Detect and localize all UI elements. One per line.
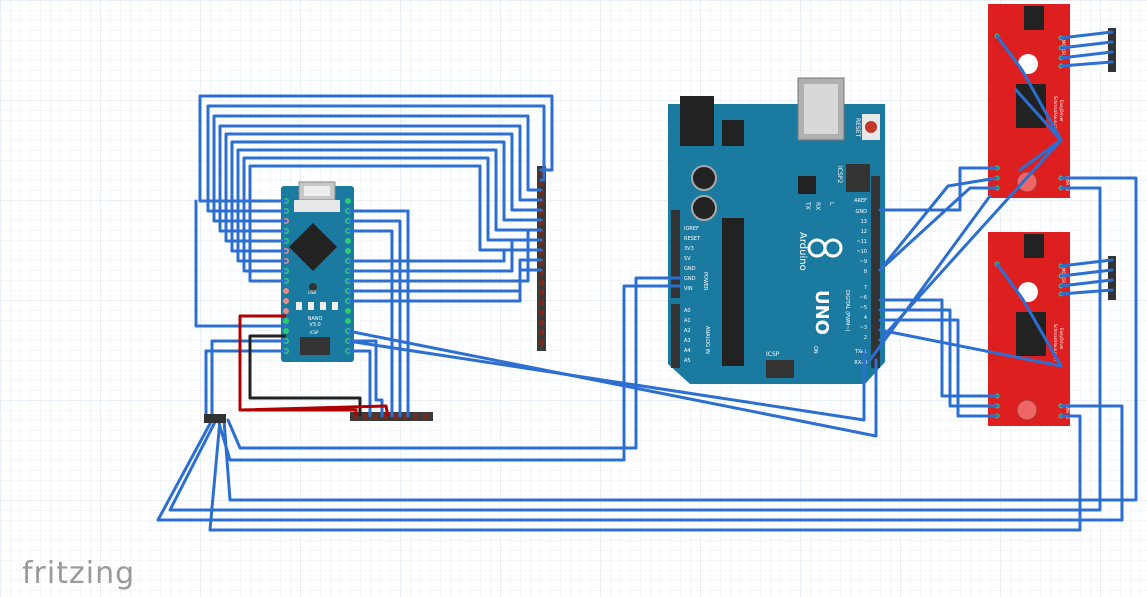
nano-icsp-label: ICSP — [310, 330, 320, 335]
easydriver-1-brand: SchmalzHaus.com — [1053, 96, 1058, 133]
uno-power-label: POWER — [702, 272, 708, 291]
uno-analog-header[interactable] — [671, 304, 680, 368]
uno-pin-a2: A2 — [684, 328, 691, 334]
uno-pin-13: 13 — [861, 219, 867, 225]
uno-pin-3: ~3 — [860, 325, 867, 331]
easydriver-2-led — [1016, 399, 1038, 421]
uno-pin-a1: A1 — [684, 318, 691, 324]
uno-atmega328-chip — [722, 218, 744, 366]
nano-icsp-header[interactable] — [300, 337, 330, 355]
uno-pin-2: 2 — [864, 335, 867, 341]
uno-power-header[interactable] — [671, 210, 680, 298]
terminal-connector[interactable] — [204, 414, 226, 423]
uno-logo-text: Arduino — [797, 232, 808, 271]
wires[interactable] — [156, 30, 1138, 532]
uno-pin-9: ~9 — [860, 259, 867, 265]
uno-pin-a5: A5 — [684, 358, 691, 364]
uno-pin-tx1: TX▸1 — [854, 349, 867, 355]
uno-reset-label: RESET — [854, 118, 861, 138]
uno-atmega16u2 — [798, 176, 816, 194]
vertical-header-strip[interactable] — [537, 166, 546, 351]
uno-l-label: L — [828, 202, 835, 206]
nano-reset-button[interactable] — [294, 200, 340, 212]
uno-pin-aref: AREF — [854, 198, 867, 204]
uno-rx-label: RX — [814, 202, 821, 210]
easydriver-2-regulator — [1024, 234, 1044, 258]
motor-connector-2[interactable] — [1108, 256, 1116, 300]
uno-pin-7: 7 — [864, 285, 867, 291]
uno-digital-header[interactable] — [871, 176, 880, 368]
uno-pin-5: ~5 — [860, 305, 867, 311]
uno-pin-rx0: RX◂0 — [854, 360, 867, 366]
easydriver-1-pwr-label: PWR IN — [1065, 176, 1070, 191]
uno-icsp-label: ICSP — [766, 351, 780, 358]
nano-usb-label: USB — [308, 290, 316, 295]
uno-regulator — [722, 120, 744, 146]
easydriver-1-regulator — [1024, 6, 1044, 30]
uno-tx-label: TX — [804, 201, 811, 210]
uno-capacitor-1 — [691, 165, 717, 191]
nano-version: V3.0 — [309, 322, 320, 328]
easydriver-1-led — [1016, 171, 1038, 193]
easydriver-2-brand: SchmalzHaus.com — [1053, 324, 1058, 361]
uno-pin-4: 4 — [864, 315, 867, 321]
uno-pin-11: ~11 — [856, 239, 867, 245]
uno-capacitor-2 — [691, 195, 717, 221]
motor-connector-1[interactable] — [1108, 28, 1116, 72]
uno-model-label: UNO — [811, 290, 832, 335]
arduino-uno[interactable]: RESET ICSP2 TX RX L Arduino UNO ON ICSP … — [668, 77, 885, 384]
uno-pin-vin: VIN — [684, 286, 693, 292]
uno-pin-gnd: GND — [856, 209, 868, 215]
uno-pin-3v3: 3V3 — [684, 246, 694, 252]
power-wires[interactable] — [238, 314, 390, 417]
uno-icsp2-label: ICSP2 — [836, 166, 843, 183]
uno-pin-ioref: IOREF — [684, 226, 699, 232]
uno-pin-a4: A4 — [684, 348, 691, 354]
uno-pin-gnd2: GND — [684, 276, 696, 282]
uno-pin-a0: A0 — [684, 308, 691, 314]
fritzing-logo: fritzing — [22, 556, 136, 591]
uno-pin-8: 8 — [864, 269, 867, 275]
nano-label: NANO — [308, 316, 323, 322]
uno-pin-10: ~10 — [856, 249, 867, 255]
uno-icsp2-header[interactable] — [846, 164, 870, 192]
easydriver-2-name: EasyDriver — [1059, 328, 1064, 350]
uno-power-jack — [680, 96, 714, 146]
uno-pin-reset: RESET — [684, 236, 701, 242]
arduino-nano[interactable]: V3.0 NANO USB ICSP — [281, 181, 354, 362]
easydriver-2-pwr-label: PWR IN — [1065, 404, 1070, 419]
uno-icsp-header[interactable] — [766, 360, 794, 378]
uno-pin-5v: 5V — [684, 256, 691, 262]
uno-pin-6: ~6 — [860, 295, 867, 301]
uno-analog-label: ANALOG IN — [704, 326, 710, 354]
easydriver-1[interactable]: SchmalzHaus.com EasyDriver MOTOR PWR IN — [988, 4, 1070, 198]
uno-pin-a3: A3 — [684, 338, 691, 344]
uno-pin-12: 12 — [861, 229, 867, 235]
uno-on-label: ON — [812, 346, 818, 354]
nano-mcu-chip — [288, 222, 338, 272]
nano-reset-dot — [309, 283, 317, 291]
easydriver-1-name: EasyDriver — [1059, 100, 1064, 122]
uno-pin-gnd1: GND — [684, 266, 696, 272]
uno-digital-label: DIGITAL (PWM~) — [844, 290, 850, 332]
easydriver-2[interactable]: SchmalzHaus.com EasyDriver MOTOR PWR IN — [988, 232, 1070, 426]
uno-logo — [807, 238, 843, 258]
